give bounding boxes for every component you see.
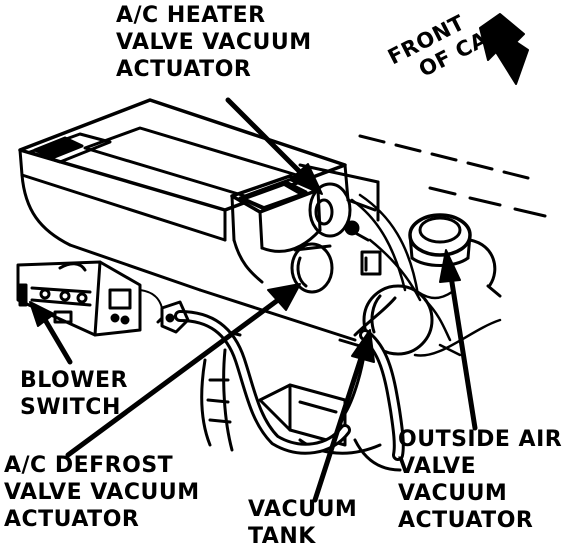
label-blower-switch: BLOWER SWITCH: [20, 368, 128, 420]
vacuum-tank-body: [362, 284, 434, 356]
arrowheads: [29, 163, 461, 363]
case-bracket: [360, 250, 382, 276]
front-direction-arrow: [479, 13, 529, 85]
leader-arrows: [41, 97, 478, 503]
air-outlet: [230, 174, 322, 284]
outside-air-actuator-body: [408, 213, 502, 298]
dashed-centerline: [358, 134, 547, 218]
heater-actuator-body: [308, 182, 370, 242]
label-defrost-valve-actuator: A/C DEFROST VALVE VACUUM ACTUATOR: [4, 453, 200, 532]
vacuum-hoses: [350, 193, 502, 357]
wiring-harness: [174, 296, 405, 461]
label-outside-air-valve-actuator: OUTSIDE AIR VALVE VACUUM ACTUATOR: [398, 427, 563, 533]
blower-switch-panel: [16, 260, 163, 337]
defrost-actuator-body: [290, 242, 334, 294]
harness-connector: [156, 300, 190, 334]
label-heater-valve-actuator: A/C HEATER VALVE VACUUM ACTUATOR: [116, 3, 312, 82]
label-vacuum-tank: VACUUM TANK: [248, 497, 358, 549]
